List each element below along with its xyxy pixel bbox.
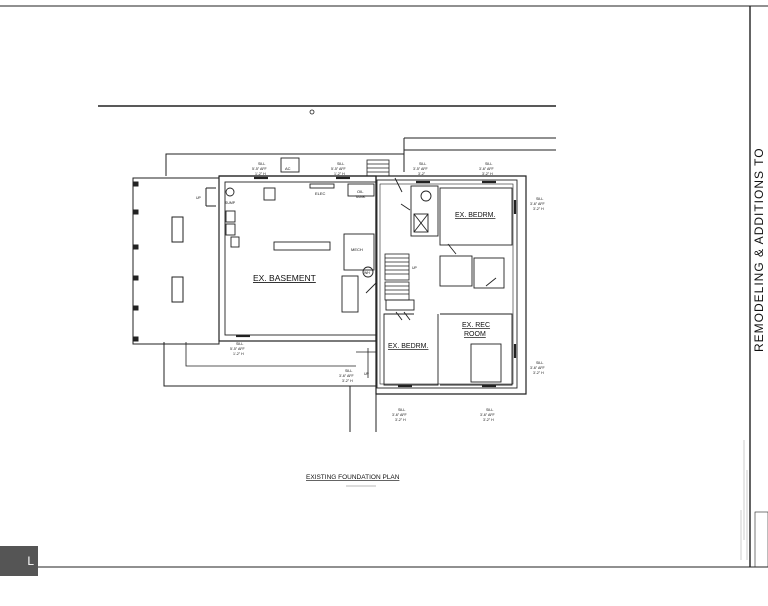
- title-block-frame: [754, 511, 768, 568]
- site-lines: [98, 105, 556, 176]
- room-label-basement: EX. BASEMENT: [253, 273, 316, 283]
- ac-label: AC: [285, 166, 291, 171]
- project-title: REMODELING & ADDITIONS TO: [752, 147, 766, 352]
- sump-label: SUMP: [225, 201, 236, 205]
- sill-note: SILL 3'-6" AFF 3'-2" H: [392, 408, 408, 422]
- tank-label: TANK: [355, 194, 366, 199]
- svg-text:SILL: SILL: [536, 361, 543, 365]
- svg-text:3'-2" H: 3'-2" H: [342, 379, 353, 383]
- mech-room: [343, 233, 375, 271]
- svg-text:1'-2" H: 1'-2" H: [233, 352, 244, 356]
- water-heater: [362, 266, 374, 278]
- svg-text:3'-6" AFF: 3'-6" AFF: [479, 167, 495, 171]
- floor-plan-sheet: REMODELING & ADDITIONS TO: [0, 5, 768, 568]
- svg-text:3'-2" H: 3'-2" H: [482, 172, 493, 176]
- sill-note: SILL 3'-6" AFF 3'-2" H: [480, 408, 496, 422]
- svg-text:3'-6" AFF: 3'-6" AFF: [339, 374, 355, 378]
- right-wing-rooms: [383, 177, 513, 386]
- svg-text:1'-2" H: 1'-2" H: [334, 172, 345, 176]
- up-label-lower: UP: [364, 372, 370, 376]
- sill-note: SILL 3'-6" AFF 3'-2" H: [479, 162, 495, 176]
- windows: [236, 176, 517, 388]
- beam: [273, 241, 331, 251]
- mls-watermark: L MLS: [0, 546, 38, 598]
- bathroom: [410, 185, 439, 237]
- sill-note: SILL 3'-5" AFF 3'-2": [413, 162, 429, 176]
- svg-text:3'-6" AFF: 3'-6" AFF: [530, 366, 546, 370]
- sill-note: SILL 5'-5" AFF 1'-2" H: [252, 162, 268, 176]
- sheet-border: [0, 5, 768, 568]
- sump-pit: [225, 187, 235, 197]
- plan-title: EXISTING FOUNDATION PLAN: [306, 474, 400, 481]
- bedroom-top: [439, 187, 513, 246]
- up-label-stair: UP: [412, 266, 418, 270]
- svg-text:5'-5" AFF: 5'-5" AFF: [230, 347, 246, 351]
- svg-text:3'-2" H: 3'-2" H: [533, 207, 544, 211]
- title-block: REMODELING & ADDITIONS TO: [740, 147, 768, 568]
- svg-text:SILL: SILL: [536, 197, 543, 201]
- svg-text:5'-5" AFF: 5'-5" AFF: [331, 167, 347, 171]
- svg-text:3'-6" AFF: 3'-6" AFF: [530, 202, 546, 206]
- oil-tank: [347, 183, 375, 197]
- svg-text:SILL: SILL: [236, 342, 243, 346]
- mech-label: MECH: [351, 247, 363, 252]
- svg-text:3'-5" AFF: 3'-5" AFF: [413, 167, 429, 171]
- svg-text:3'-6" AFF: 3'-6" AFF: [392, 413, 408, 417]
- closet: [439, 255, 473, 287]
- svg-text:3'-2" H: 3'-2" H: [395, 418, 406, 422]
- room-label-bedroom-top: EX. BEDRM.: [455, 212, 496, 219]
- sill-note: SILL 3'-6" AFF 3'-2" H: [530, 197, 546, 211]
- up-label-left: UP: [196, 196, 202, 200]
- sill-note: SILL 3'-6" AFF 3'-2" H: [530, 361, 546, 375]
- column-box: [263, 187, 276, 201]
- room-label-rec-line1: EX. REC: [462, 322, 490, 329]
- svg-text:1'-2" H: 1'-2" H: [255, 172, 266, 176]
- elec-label: ELEC: [315, 191, 326, 196]
- center-stairs: [356, 159, 410, 378]
- svg-text:SILL: SILL: [398, 408, 405, 412]
- wh-label: WH: [364, 271, 370, 275]
- svg-text:3'-2": 3'-2": [418, 172, 426, 176]
- svg-text:SILL: SILL: [337, 162, 344, 166]
- sill-note: SILL 5'-5" AFF 1'-2" H: [230, 342, 246, 356]
- basement-interior: [225, 157, 377, 313]
- svg-text:SILL: SILL: [419, 162, 426, 166]
- svg-text:SILL: SILL: [345, 369, 352, 373]
- toilet: [420, 190, 432, 202]
- room-label-rec-line2: ROOM: [464, 331, 486, 338]
- svg-text:SILL: SILL: [485, 162, 492, 166]
- rec-room-feature: [470, 343, 502, 383]
- svg-text:3'-2" H: 3'-2" H: [533, 371, 544, 375]
- ac-unit: [280, 157, 300, 173]
- svg-text:3'-2" H: 3'-2" H: [483, 418, 494, 422]
- foundation-walls: [163, 175, 527, 432]
- room-label-bedroom-bottom: EX. BEDRM.: [388, 343, 429, 350]
- oil-label: OIL: [357, 189, 364, 194]
- sill-note: SILL 3'-6" AFF 3'-2" H: [339, 369, 355, 383]
- sill-note: SILL 5'-5" AFF 1'-2" H: [331, 162, 347, 176]
- svg-text:3'-6" AFF: 3'-6" AFF: [480, 413, 496, 417]
- svg-text:5'-5" AFF: 5'-5" AFF: [252, 167, 268, 171]
- svg-text:SILL: SILL: [258, 162, 265, 166]
- svg-text:SILL: SILL: [486, 408, 493, 412]
